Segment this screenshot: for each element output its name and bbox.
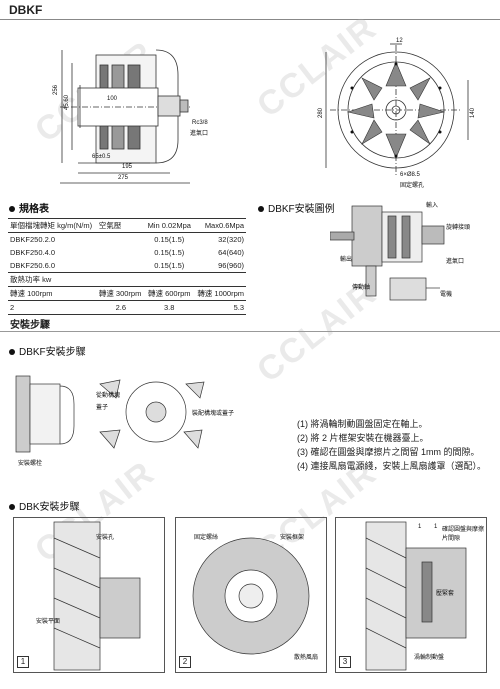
label-air-inlet: 進氣口 xyxy=(446,259,465,265)
install-steps-heading: 安裝步驟 xyxy=(10,320,50,331)
dim-label: 256 xyxy=(53,84,59,95)
install-example-heading: DBKF安裝圖例 xyxy=(258,200,335,215)
cell: 轉速 300rpm xyxy=(96,286,145,301)
dim-label: 45.60 xyxy=(64,94,70,110)
cell: 轉速 100rpm xyxy=(8,286,97,301)
label-drive-shaft: 傳動軸 xyxy=(352,285,371,291)
dim-label: Rc3/8 xyxy=(192,120,208,126)
cell: 3.8 xyxy=(144,300,194,315)
cell: DBKF250.6.0 xyxy=(10,261,56,270)
cell: 轉速 1000rpm xyxy=(193,286,246,301)
panel-number: 1 xyxy=(17,656,29,668)
panel-number: 3 xyxy=(339,656,351,668)
label-fixing-screw: 固定螺絲 xyxy=(194,535,219,541)
label-output: 輸出 xyxy=(340,257,353,263)
label-mount-plane: 安裝平面 xyxy=(36,619,61,625)
dbk-steps-heading: DBK安裝步驟 xyxy=(9,498,80,513)
dim-label: 1 xyxy=(434,524,438,530)
cell: 2.6 xyxy=(96,300,145,315)
table-row: 單個檔塊轉矩 kg/m(N/m) 空氣壓 Min 0.02Mpa Max0.6M… xyxy=(8,218,246,233)
dim-label: 進氣口 xyxy=(190,131,209,137)
col-header: Min 0.02Mpa xyxy=(144,218,194,233)
label-brake-disc: 渦輪制動盤 xyxy=(414,655,445,661)
dim-label: 65±0.5 xyxy=(92,154,111,160)
table-row: DBKF250.2.0 0.15(1.5) 32(320) xyxy=(8,233,246,247)
section-divider xyxy=(0,331,500,332)
table-row: 2 2.6 3.8 5.3 xyxy=(8,300,246,315)
panel-2: 固定螺絲 安裝框架 散熱風扇 2 xyxy=(175,517,327,673)
label-mount-bolt: 安裝螺栓 xyxy=(18,461,43,467)
cell: 96(960) xyxy=(218,261,244,270)
dim-label: 12 xyxy=(396,38,403,44)
cell: 0.15(1.5) xyxy=(154,261,185,270)
cell: DBKF250.2.0 xyxy=(10,235,56,244)
dim-label: 100 xyxy=(107,96,118,102)
spec-heading: 規格表 xyxy=(9,200,49,215)
dim-label: 1 xyxy=(418,524,422,530)
label-input: 輸入 xyxy=(426,203,439,209)
install-steps-list: (1) 將渦輪制動圓盤固定在軸上。 (2) 將 2 片框架安裝在機器臺上。 (3… xyxy=(297,417,486,473)
table-row: 轉速 100rpm 轉速 300rpm 轉速 600rpm 轉速 1000rpm xyxy=(8,286,246,301)
panel-1-drawing xyxy=(53,521,141,671)
col-header: 單個檔塊轉矩 kg/m(N/m) xyxy=(8,218,97,233)
panel-3: 確認圓盤與摩擦片間隙 1 1 壓緊套 渦輪制動盤 3 xyxy=(335,517,487,673)
label-driven-block: 從動構塊 xyxy=(96,393,121,399)
step-item: (2) 將 2 片框架安裝在機器臺上。 xyxy=(297,433,429,443)
label-gap-check: 確認圓盤與摩擦片間隙 xyxy=(442,527,485,542)
dim-label: 275 xyxy=(118,175,129,181)
step-item: (3) 確認在圓盤與摩擦片之間留 1mm 的間隙。 xyxy=(297,447,480,457)
dbkf-steps-heading: DBKF安裝步驟 xyxy=(9,343,86,358)
bullet-icon xyxy=(258,206,264,213)
spec-table: 單個檔塊轉矩 kg/m(N/m) 空氣壓 Min 0.02Mpa Max0.6M… xyxy=(8,218,246,315)
label-cover: 蓋子 xyxy=(96,405,109,411)
dim-label: 195 xyxy=(122,164,133,170)
label-motor: 電機 xyxy=(440,292,453,298)
panel-1: 安裝孔 安裝平面 1 xyxy=(13,517,165,673)
cell: 0.15(1.5) xyxy=(154,248,185,257)
cell: 64(640) xyxy=(218,248,244,257)
dim-label: 6×Ø8.5 xyxy=(400,172,420,178)
dim-label: 280 xyxy=(318,107,324,118)
table-row: 散熱功率 kw xyxy=(8,272,246,287)
technical-drawing-top xyxy=(60,43,469,184)
cell: 2 xyxy=(8,300,97,315)
label-assembly-block: 裝配構塊或蓋子 xyxy=(192,411,235,417)
install-steps-drawing xyxy=(15,375,205,453)
label-cooling-fan: 散熱風扇 xyxy=(294,655,319,661)
panel-2-drawing xyxy=(192,537,310,655)
label-mount-hole: 安裝孔 xyxy=(96,535,115,541)
panel-3-drawing xyxy=(365,521,467,671)
install-example-drawing xyxy=(330,205,445,301)
label-rotary-joint: 旋轉接頭 xyxy=(446,225,471,231)
dim-label: 固定螺孔 xyxy=(400,183,425,189)
dim-label: 140 xyxy=(470,107,476,118)
label-mount-frame: 安裝框架 xyxy=(280,535,305,541)
cell: DBKF250.4.0 xyxy=(10,248,56,257)
col-header: Max0.6Mpa xyxy=(193,218,246,233)
table-row: DBKF250.6.0 0.15(1.5) 96(960) xyxy=(8,259,246,273)
cell: 0.15(1.5) xyxy=(154,235,185,244)
cell: 5.3 xyxy=(193,300,246,315)
step-item: (4) 連接風扇電源綫，安裝上風扇護罩（選配）。 xyxy=(297,461,487,471)
page-title: DBKF xyxy=(9,3,43,17)
label-clamp-sleeve: 壓緊套 xyxy=(436,591,455,597)
bullet-icon xyxy=(9,206,15,213)
title-divider xyxy=(0,19,500,20)
bullet-icon xyxy=(9,349,15,356)
cell: 散熱功率 kw xyxy=(8,272,246,287)
step-item: (1) 將渦輪制動圓盤固定在軸上。 xyxy=(297,419,428,429)
col-header: 空氣壓 xyxy=(96,218,145,233)
bullet-icon xyxy=(9,504,15,511)
table-row: DBKF250.4.0 0.15(1.5) 64(640) xyxy=(8,246,246,259)
cell: 32(320) xyxy=(218,235,244,244)
cell: 轉速 600rpm xyxy=(144,286,194,301)
panel-number: 2 xyxy=(179,656,191,668)
